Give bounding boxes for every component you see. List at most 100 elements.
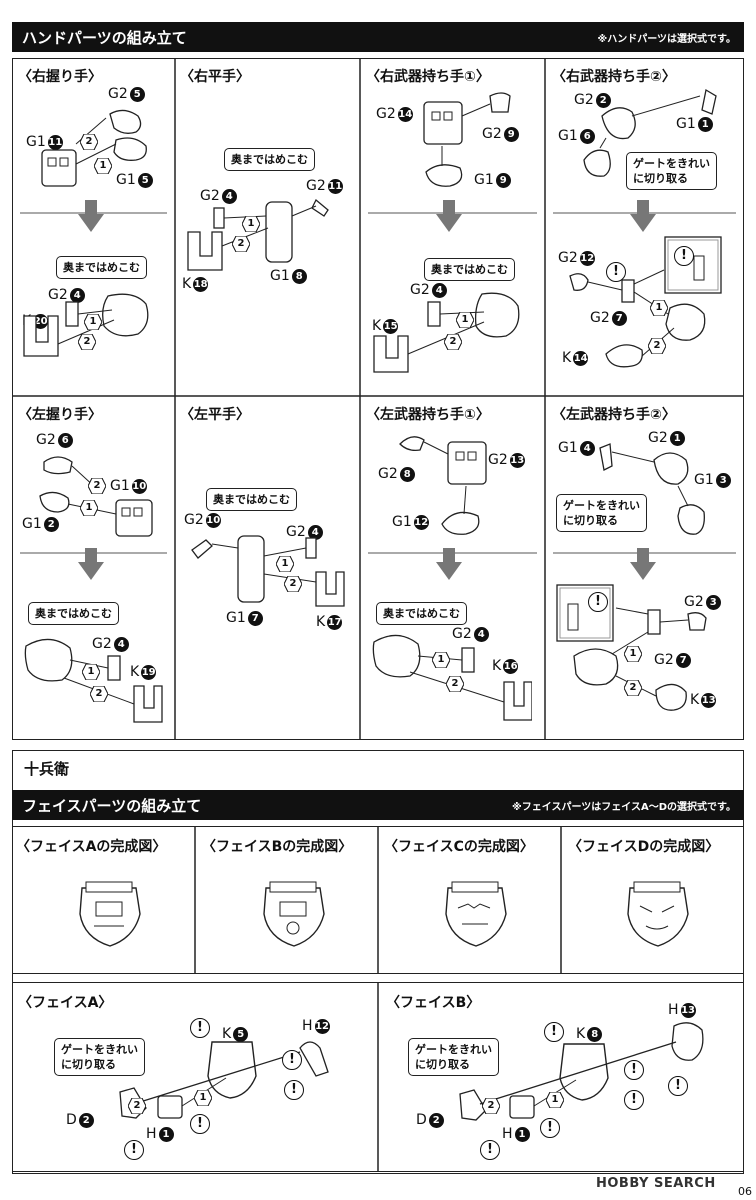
step-marker: 1	[94, 158, 112, 174]
down-arrow-icon	[630, 200, 656, 232]
panel-title-left-grip: 〈左握り手〉	[18, 407, 102, 423]
face-section-note: ※フェイスパーツはフェイスA〜Dの選択式です。	[512, 802, 736, 813]
face-head-drawing	[627, 881, 689, 947]
face-section-title: フェイスパーツの組み立て	[22, 797, 202, 815]
down-arrow-icon	[78, 200, 104, 232]
caution-icon: !	[544, 1022, 564, 1042]
down-arrow-icon	[630, 548, 656, 580]
instruction-callout: 奥まではめこむ	[376, 602, 467, 625]
step-marker: 2	[88, 478, 106, 494]
detail-inset	[664, 236, 722, 294]
face-b-completed-title: 〈フェイスBの完成図〉	[202, 839, 353, 855]
hand-part-drawing	[41, 109, 147, 187]
face-section-header: フェイスパーツの組み立て ※フェイスパーツはフェイスA〜Dの選択式です。	[12, 790, 744, 820]
hand-part-drawing	[573, 607, 707, 711]
face-b-title: 〈フェイスB〉	[386, 995, 481, 1011]
instruction-callout: 奥まではめこむ	[424, 258, 515, 281]
face-a-title: 〈フェイスA〉	[18, 995, 113, 1011]
caution-icon: !	[624, 1090, 644, 1110]
panel-title-right-open: 〈右平手〉	[180, 69, 250, 85]
caution-icon: !	[190, 1018, 210, 1038]
gate-callout: ゲートをきれいに切り取る	[408, 1038, 499, 1076]
step-marker: 2	[90, 686, 108, 702]
face-d-completed-title: 〈フェイスDの完成図〉	[568, 839, 720, 855]
panel-title-right-weapon-2: 〈右武器持ち手②〉	[552, 69, 676, 85]
page-number: 06	[738, 1185, 752, 1198]
caution-icon: !	[480, 1140, 500, 1160]
gate-callout: ゲートをきれいに切り取る	[556, 494, 647, 532]
hand-parts-grid	[12, 58, 744, 740]
instruction-callout: 奥まではめこむ	[206, 488, 297, 511]
hand-part-drawing	[399, 436, 487, 535]
panel-title-right-grip: 〈右握り手〉	[18, 69, 102, 85]
step-marker: 2	[284, 576, 302, 592]
panel-title-left-open: 〈左平手〉	[180, 407, 250, 423]
step-marker: 1	[194, 1090, 212, 1106]
down-arrow-icon	[78, 548, 104, 580]
gate-callout: ゲートをきれいに切り取る	[54, 1038, 145, 1076]
caution-icon: !	[674, 246, 694, 266]
step-marker: 1	[624, 646, 642, 662]
caution-icon: !	[540, 1118, 560, 1138]
step-marker: 1	[432, 652, 450, 668]
instruction-callout: 奥まではめこむ	[28, 602, 119, 625]
hand-part-drawing	[569, 269, 706, 368]
step-marker: 2	[648, 338, 666, 354]
caution-icon: !	[282, 1050, 302, 1070]
caution-icon: !	[624, 1060, 644, 1080]
step-marker: 2	[624, 680, 642, 696]
panel-title-right-weapon-1: 〈右武器持ち手①〉	[366, 69, 490, 85]
hand-section-title: ハンドパーツの組み立て	[22, 29, 187, 47]
gate-callout: ゲートをきれいに切り取る	[626, 152, 717, 190]
down-arrow-icon	[436, 548, 462, 580]
hand-section-note: ※ハンドパーツは選択式です。	[597, 34, 736, 45]
caution-icon: !	[606, 262, 626, 282]
step-marker: 1	[650, 300, 668, 316]
face-a-completed-title: 〈フェイスAの完成図〉	[16, 839, 167, 855]
face-assembly-drawing	[119, 1041, 329, 1119]
hand-part-drawing	[39, 456, 153, 537]
hand-part-drawing	[373, 292, 520, 373]
panel-title-left-weapon-2: 〈左武器持ち手②〉	[552, 407, 676, 423]
step-marker: 1	[84, 314, 102, 330]
step-marker: 1	[80, 500, 98, 516]
step-marker: 2	[446, 676, 464, 692]
step-marker: 2	[80, 134, 98, 150]
step-marker: 2	[232, 236, 250, 252]
hand-part-drawing	[24, 638, 163, 723]
hand-part-drawing	[187, 198, 329, 271]
hand-part-drawing	[372, 634, 532, 721]
caution-icon: !	[190, 1114, 210, 1134]
